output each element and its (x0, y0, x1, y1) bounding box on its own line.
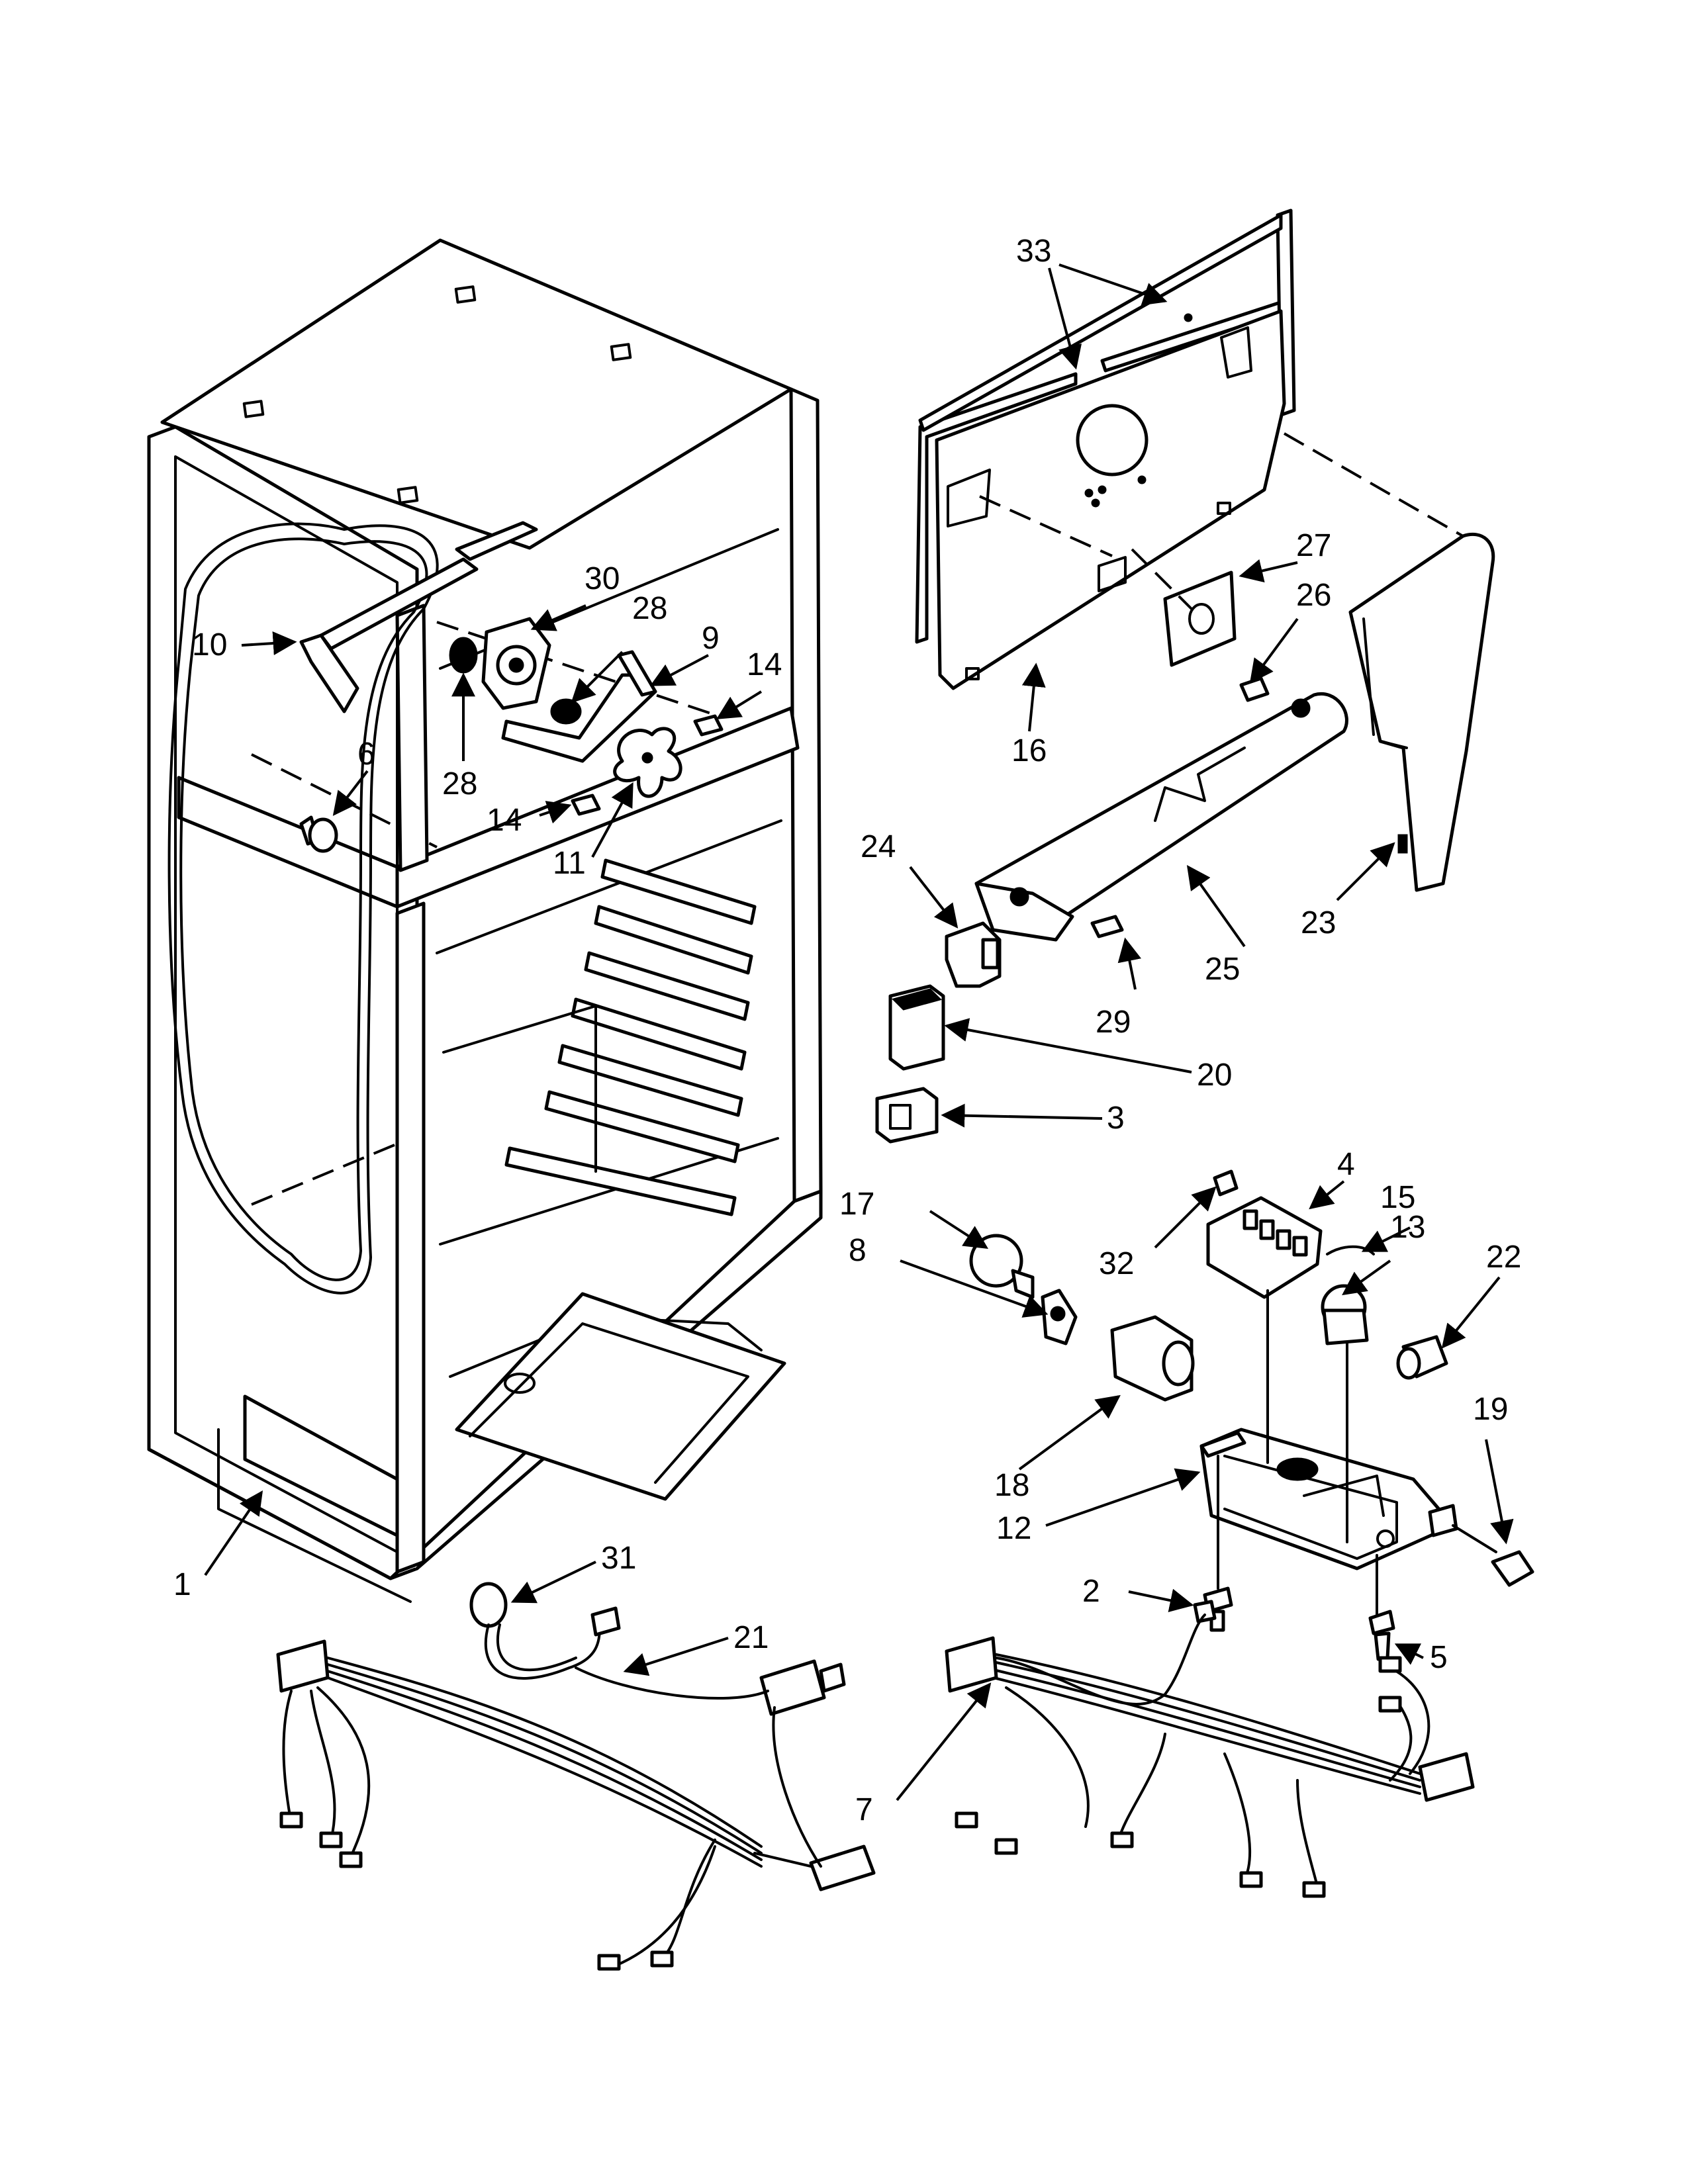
callout-11: 11 (553, 846, 586, 881)
part-18-light-cover (1110, 1315, 1195, 1402)
callout-28a: 28 (442, 766, 477, 801)
part-5-screw (1368, 1610, 1395, 1661)
callout-7: 7 (855, 1792, 873, 1827)
callout-14b: 14 (487, 803, 522, 838)
part-7-wire-harness (945, 1600, 1475, 1898)
part-23-control-housing (1348, 532, 1495, 892)
callout-4: 4 (1337, 1147, 1355, 1182)
part-21-wire-harness (276, 1639, 876, 1971)
part-6-plug (299, 815, 338, 853)
part-10-bracket (299, 521, 538, 713)
callout-25: 25 (1205, 952, 1240, 987)
callout-27: 27 (1296, 528, 1331, 563)
callout-8: 8 (849, 1233, 867, 1268)
callout-6: 6 (357, 737, 375, 772)
evaporator-fan-assembly (449, 617, 724, 816)
part-27-gasket (1163, 570, 1270, 702)
callout-14a: 14 (747, 647, 782, 682)
callout-24: 24 (861, 829, 896, 864)
part-24-switch (945, 921, 1002, 988)
callout-16: 16 (1011, 733, 1047, 768)
part-4-control-board (1206, 1169, 1323, 1299)
cabinet-liner (147, 238, 823, 1603)
alignment-line (1452, 1524, 1497, 1553)
part-22-knob (1396, 1335, 1448, 1380)
callout-1: 1 (173, 1567, 191, 1602)
part-31-sensor (469, 1582, 621, 1680)
callout-18: 18 (994, 1468, 1029, 1503)
part-19-connector (1491, 1550, 1534, 1587)
part-12-control-base (1199, 1428, 1458, 1570)
callout-31: 31 (601, 1541, 636, 1576)
callout-10: 10 (192, 627, 227, 662)
part-8-socket (1041, 1289, 1078, 1345)
callout-29: 29 (1096, 1005, 1131, 1040)
callout-20: 20 (1197, 1058, 1232, 1093)
part-13-thermostat (1321, 1284, 1369, 1345)
callout-30: 30 (585, 561, 620, 596)
callout-9: 9 (702, 621, 720, 656)
callout-23: 23 (1301, 905, 1336, 940)
callout-21: 21 (733, 1620, 769, 1655)
callout-15: 15 (1380, 1180, 1415, 1215)
alignment-line (1131, 548, 1193, 610)
callout-12: 12 (996, 1511, 1031, 1546)
callout-2: 2 (1082, 1574, 1100, 1609)
callout-labels: 1 2 3 4 5 6 7 8 9 10 11 12 13 14 14 15 1… (173, 234, 1521, 1827)
part-16-panel-with-gaskets (915, 208, 1296, 690)
alignment-line (1284, 432, 1464, 537)
callout-19: 19 (1473, 1392, 1508, 1427)
part-25-light-shield (974, 692, 1348, 942)
part-20-housing (888, 984, 945, 1071)
callout-33: 33 (1016, 234, 1051, 269)
callout-17: 17 (839, 1187, 874, 1222)
callout-26: 26 (1296, 578, 1331, 613)
callout-28b: 28 (632, 591, 667, 626)
callout-3: 3 (1107, 1101, 1125, 1136)
callout-5: 5 (1430, 1640, 1448, 1675)
callout-13: 13 (1390, 1210, 1425, 1245)
callout-32: 32 (1099, 1246, 1134, 1281)
part-3-housing (875, 1087, 939, 1144)
alignment-line (979, 495, 1113, 557)
callout-22: 22 (1486, 1240, 1521, 1275)
leader-lines (204, 263, 1514, 1801)
